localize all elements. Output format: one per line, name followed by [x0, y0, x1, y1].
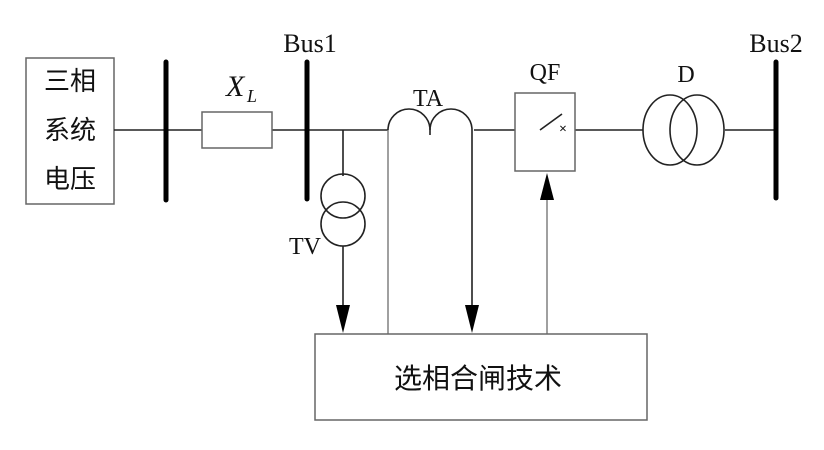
bus2-label: Bus2	[749, 29, 802, 58]
phase-selection-controller-box	[314, 333, 648, 421]
ta-label: TA	[413, 86, 444, 112]
reactance-label-subscript: L	[246, 86, 257, 106]
d-label: D	[677, 62, 694, 88]
qf-contact-mark: ×	[559, 122, 567, 137]
qf-switch-blade	[539, 113, 563, 131]
qf-breaker-box	[514, 92, 576, 172]
ta-coils	[387, 108, 473, 131]
source-label-line1: 三相	[44, 67, 96, 97]
d-winding-primary	[642, 94, 698, 166]
ta-signal-arrow	[465, 305, 479, 333]
tv-winding-upper	[320, 173, 366, 219]
reactance-label: X	[225, 70, 246, 103]
qf-label: QF	[530, 60, 561, 86]
tv-signal-arrow	[336, 305, 350, 333]
bus1-label: Bus1	[283, 29, 336, 58]
tv-label: TV	[289, 234, 322, 260]
d-winding-secondary	[669, 94, 725, 166]
tv-winding-lower	[320, 201, 366, 247]
qf-control-arrow	[540, 173, 554, 200]
source-label-line3: 电压	[44, 165, 96, 195]
controller-label: 选相合闸技术	[394, 362, 562, 395]
three-phase-source-box	[25, 57, 115, 205]
source-label-line2: 系统	[44, 116, 96, 146]
reactance-xl	[201, 111, 273, 149]
